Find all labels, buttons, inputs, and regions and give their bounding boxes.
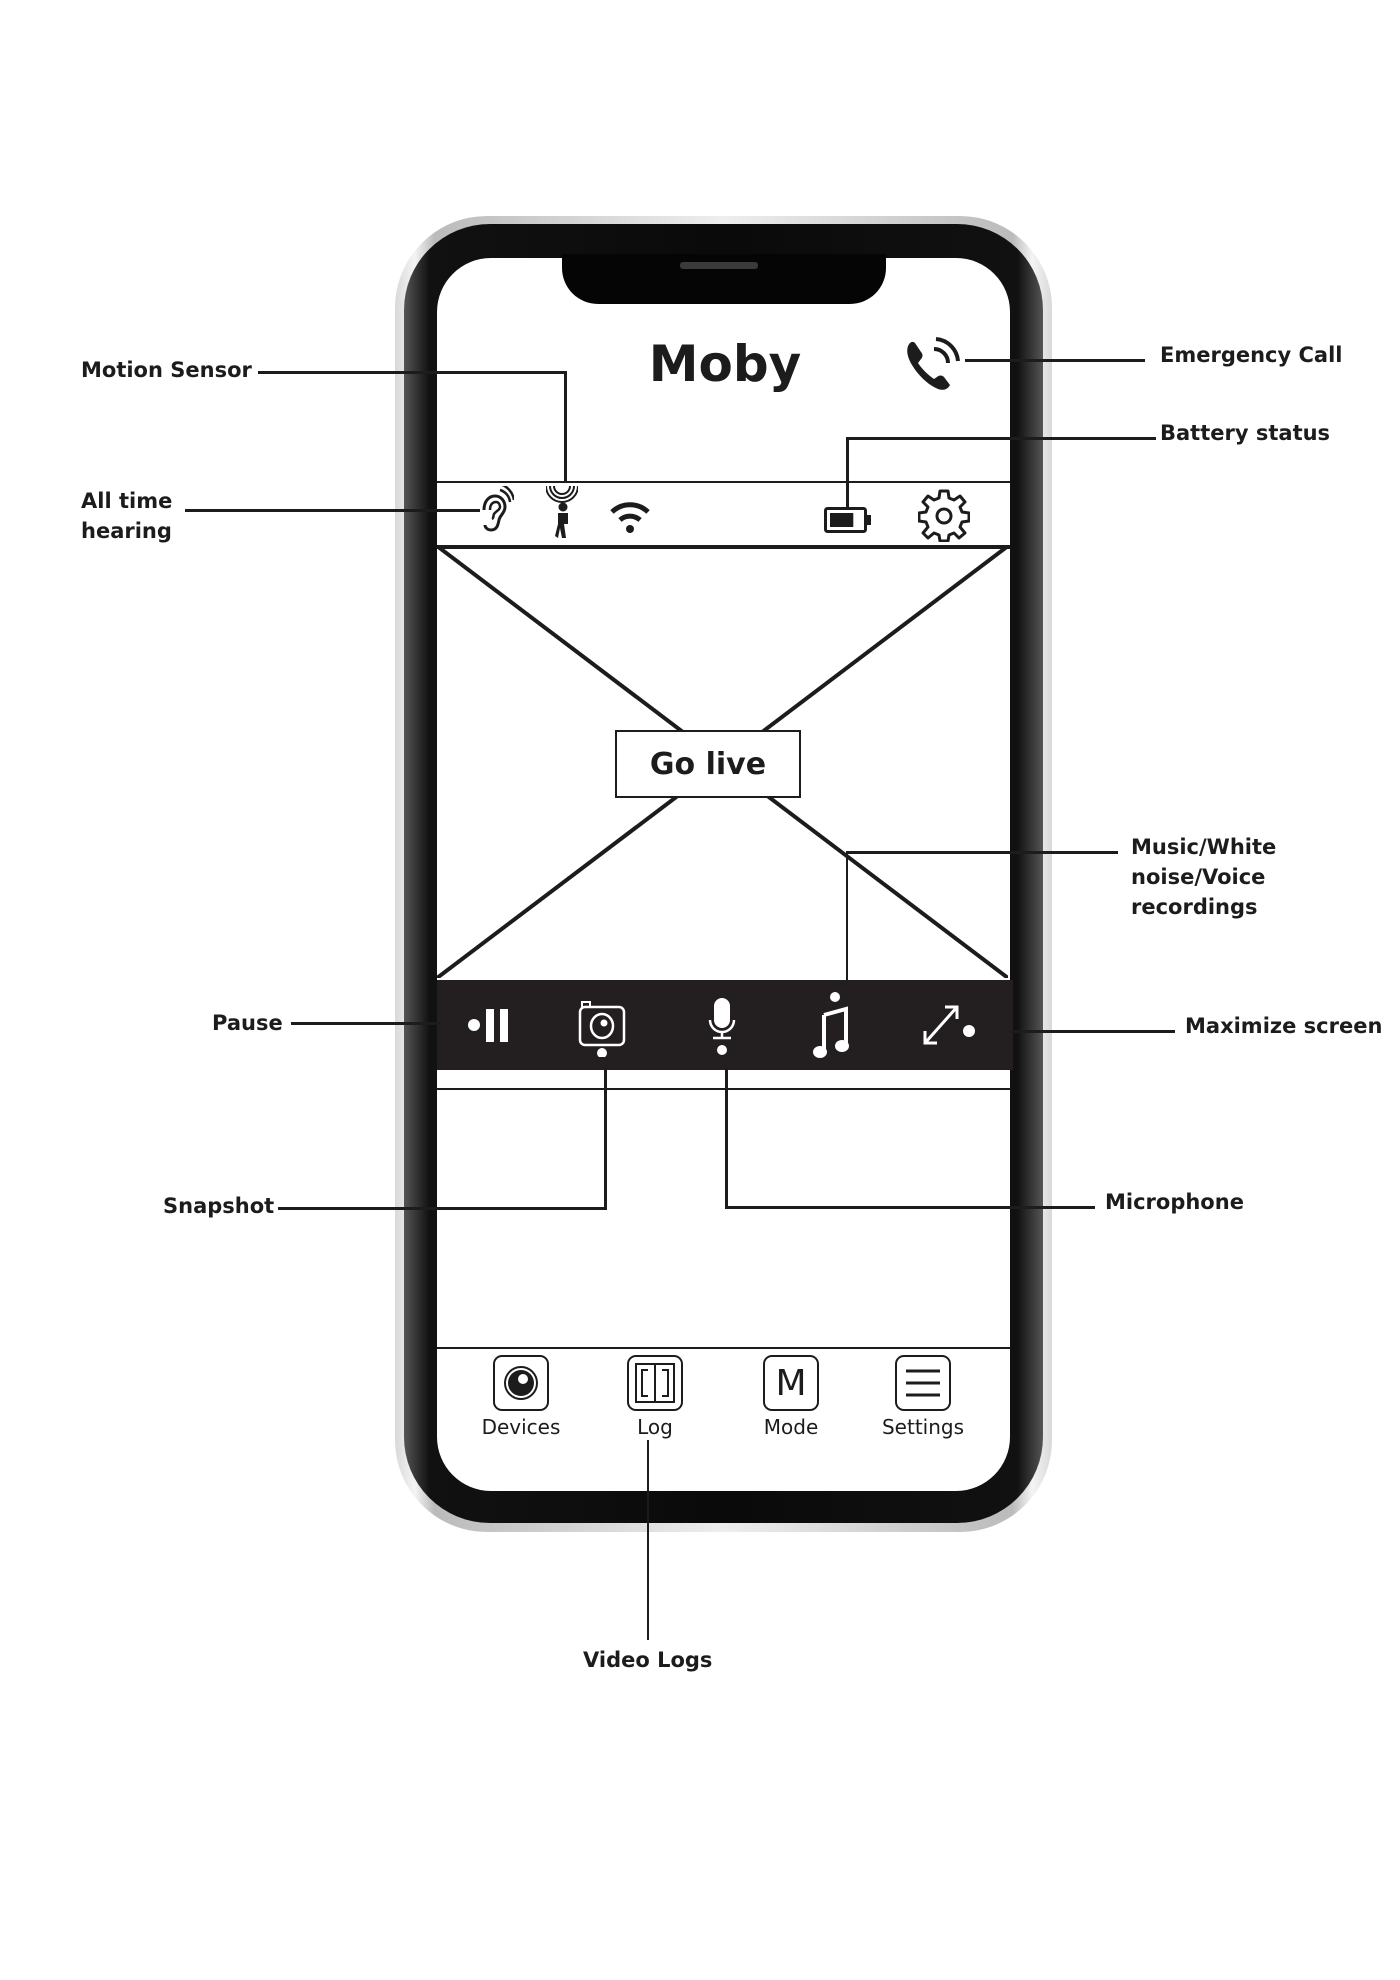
leader-motion-sensor-v [564,371,567,481]
nav-log-label: Log [637,1415,673,1439]
snapshot-button[interactable] [567,980,637,1070]
double-panel-icon [627,1355,683,1411]
pause-icon [468,1009,508,1042]
gear-icon [917,489,971,543]
expand-arrows-icon [923,1005,975,1045]
callout-snapshot: Snapshot [163,1194,275,1218]
leader-emergency-call [965,359,1145,362]
leader-hearing [185,509,480,512]
nav-log[interactable]: Log [600,1355,710,1439]
callout-emergency-call: Emergency Call [1160,343,1343,367]
microphone-icon [708,998,736,1055]
leader-battery-v [846,437,849,507]
all-time-hearing-button[interactable] [478,482,516,538]
callout-battery-status: Battery status [1160,421,1331,445]
camera-icon [578,1001,626,1057]
leader-battery-h [846,437,1156,440]
playback-controls-bar [437,980,1013,1070]
nav-mode-label: Mode [763,1415,819,1439]
bottom-nav-divider [437,1347,1010,1349]
music-button[interactable] [797,980,867,1070]
hamburger-menu-icon [895,1355,951,1411]
callout-microphone: Microphone [1105,1190,1244,1214]
settings-gear-button[interactable] [917,488,971,543]
callout-motion-sensor: Motion Sensor [81,358,252,382]
leader-microphone-v [725,1068,728,1208]
mode-glyph: M [775,1362,807,1404]
pause-button[interactable] [457,980,527,1070]
leader-video-logs [647,1440,649,1640]
battery-icon [824,507,871,533]
motion-sensor-button[interactable] [545,482,579,540]
motion-sensor-icon [545,485,579,538]
microphone-button[interactable] [687,980,757,1070]
nav-settings-label: Settings [881,1415,965,1439]
phone-call-icon [907,337,960,390]
leader-music-h [846,851,1118,854]
status-bar [437,481,1010,549]
leader-microphone-h [725,1206,1095,1209]
ear-icon [482,482,516,532]
leader-snapshot-h [278,1207,606,1210]
callout-maximize-screen: Maximize screen [1185,1014,1383,1038]
leader-snapshot-v [604,1068,607,1210]
leader-maximize [1010,1030,1175,1033]
wifi-icon [610,502,650,533]
phone-screen [437,258,1010,1491]
callout-pause: Pause [212,1011,283,1035]
battery-status [824,507,872,533]
music-note-icon [813,992,849,1058]
emergency-call-button[interactable] [904,333,962,395]
leader-motion-sensor-h [258,371,566,374]
leader-music-v [846,851,848,981]
callout-video-logs: Video Logs [583,1648,713,1672]
nav-settings[interactable]: Settings [868,1355,978,1439]
leader-pause [291,1022,441,1025]
phone-speaker [680,262,758,269]
battery-fill [830,513,854,527]
nav-devices-label: Devices [481,1415,561,1439]
wifi-indicator [610,500,650,534]
camera-lens-icon [493,1355,549,1411]
app-title: Moby [648,335,802,393]
nav-mode[interactable]: M Mode [736,1355,846,1439]
nav-devices[interactable]: Devices [466,1355,576,1439]
callout-all-time-hearing: All time hearing [81,489,173,543]
divider [437,1088,1010,1090]
maximize-screen-button[interactable] [907,980,987,1070]
callout-music: Music/White noise/Voice recordings [1131,835,1277,919]
go-live-button[interactable]: Go live [615,730,801,798]
mode-m-icon: M [763,1355,819,1411]
